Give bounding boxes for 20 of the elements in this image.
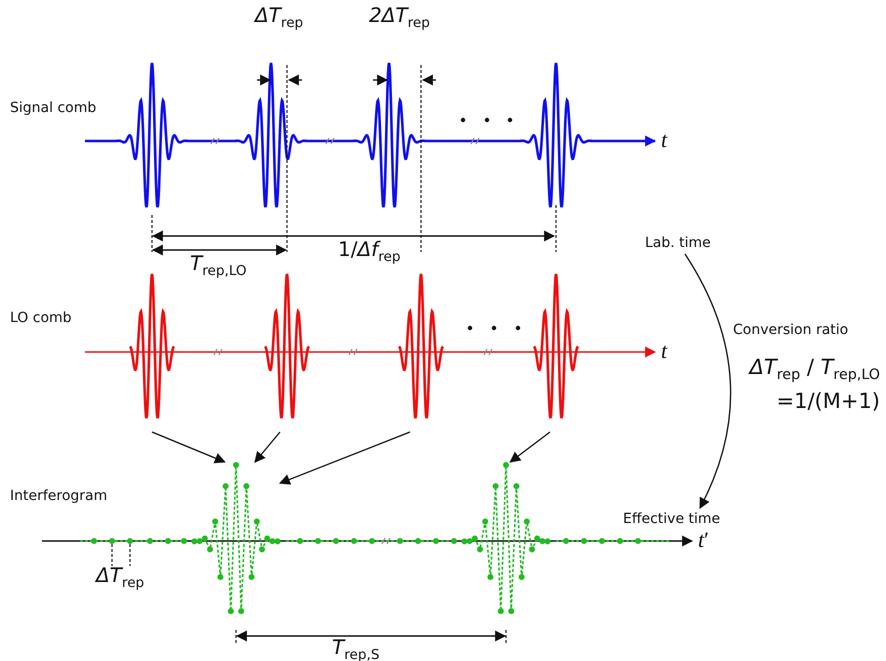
axis-caption: Effective time [623,508,733,530]
period-label: 1/Δf$_{rep}$ [338,238,400,266]
axis-label: t [661,338,668,364]
ratio-formula: ΔT$_{rep}$ / T$_{rep,LO}$ =1/(M+1) [747,354,880,415]
annotation-text: Conversion ratio [733,322,848,338]
axis-label: t′ [698,527,709,552]
axis-caption: Lab. time [645,232,725,254]
row-label: Interferogram [10,488,108,504]
arrow [152,431,226,464]
period-label: T$_{rep,LO}$ [190,252,247,280]
arrow [254,432,280,463]
row-label: Signal comb [10,100,96,116]
arrow [684,254,732,509]
delay-label: ΔT$_{rep}$ [255,4,304,32]
delay-label: ΔT$_{rep}$ [96,564,144,592]
delay-label: 2ΔT$_{rep}$ [369,4,430,32]
axis-label: t [661,127,668,152]
arrow [278,431,410,485]
row-label: LO comb [10,310,72,326]
arrow [509,431,550,463]
